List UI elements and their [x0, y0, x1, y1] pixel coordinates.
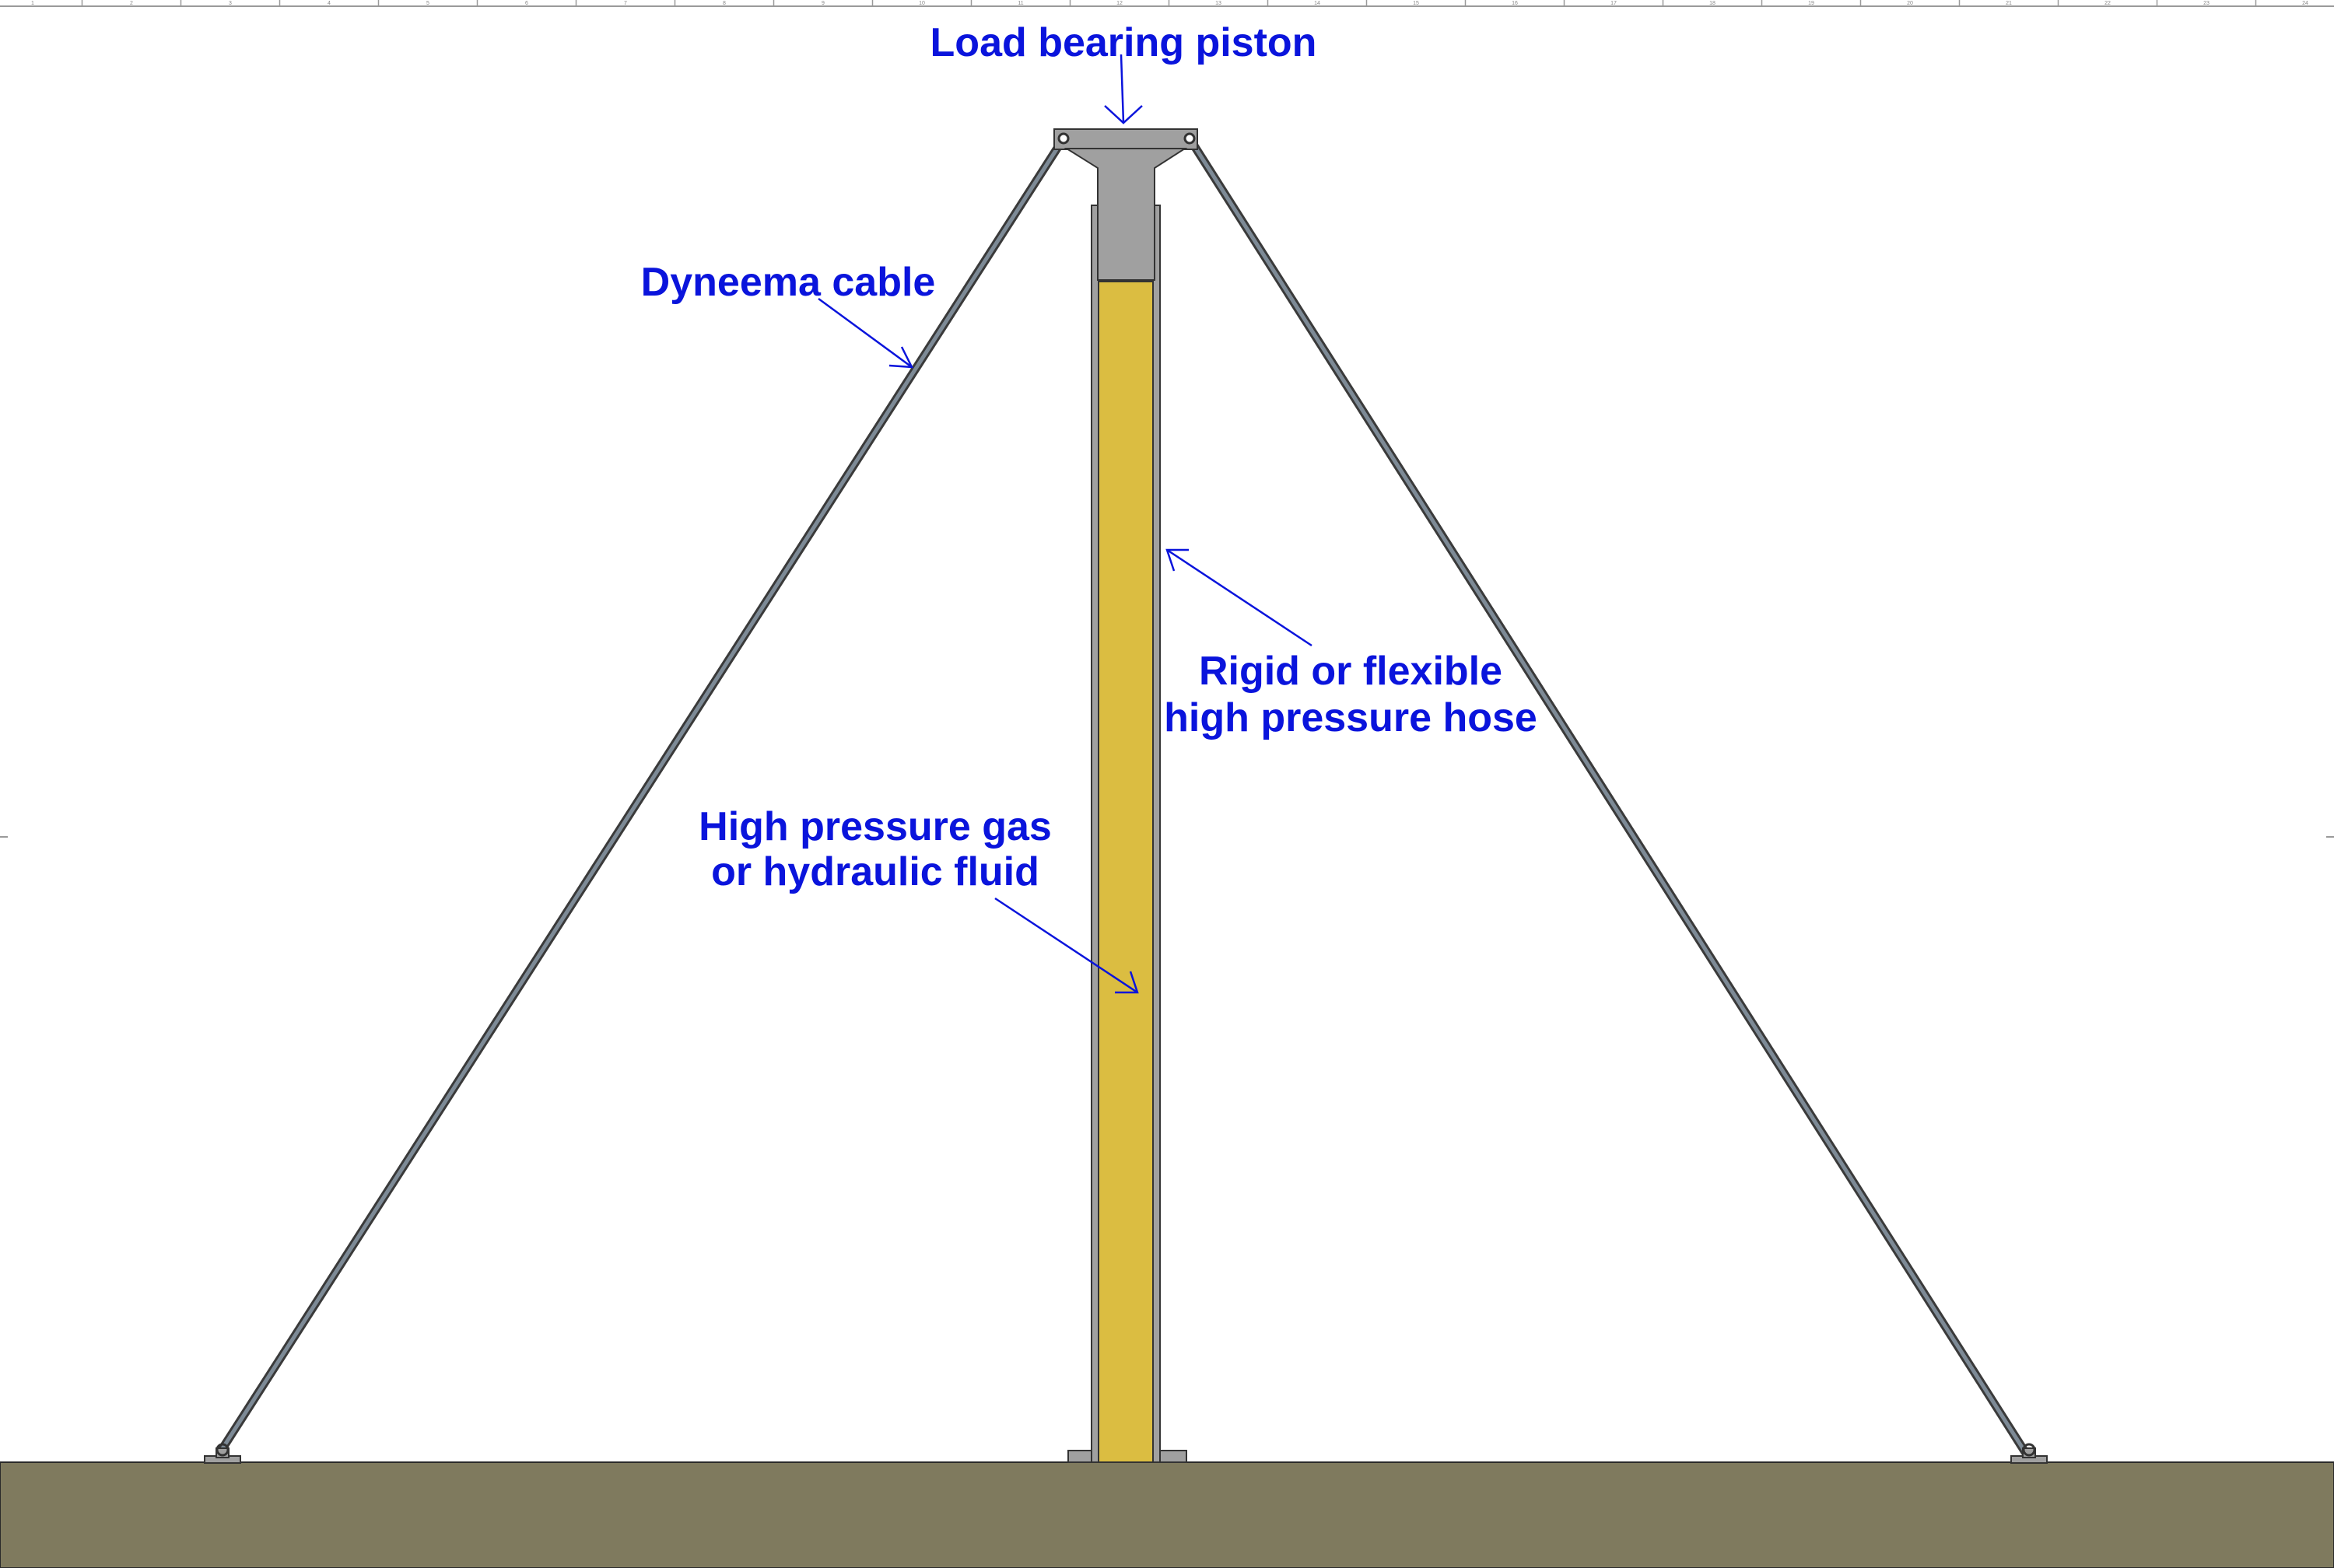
dyneema-cable-left [216, 134, 1068, 1457]
label-hose-line-2: high pressure hose [1164, 695, 1537, 740]
ruler-tick-label: 22 [2104, 1, 2111, 6]
arrow-hose [1165, 548, 1312, 647]
ruler-tick-label: 21 [2006, 1, 2012, 6]
ruler-tick-label: 2 [130, 1, 133, 6]
ruler-tick-label: 14 [1314, 1, 1320, 6]
ruler-tick-label: 9 [822, 1, 825, 6]
ruler-tick-label: 6 [525, 1, 528, 6]
ruler-tick-label: 1 [31, 1, 34, 6]
arrow-piston [1104, 54, 1143, 124]
ruler-tick-label: 7 [624, 1, 627, 6]
high-pressure-hose [1067, 205, 1187, 1463]
ruler-tick-label: 23 [2203, 1, 2210, 6]
cable-anchor-right [2010, 1443, 2048, 1464]
dyneema-cable-right [1185, 134, 2030, 1457]
ruler-tick-label: 5 [426, 1, 429, 6]
ruler-tick-label: 11 [1018, 1, 1023, 6]
ruler-tick-label: 13 [1215, 1, 1221, 6]
ruler-tick-label: 15 [1413, 1, 1419, 6]
ruler-tick-label: 8 [723, 1, 726, 6]
pointer-arrows [818, 54, 1312, 994]
ruler-tick-label: 19 [1808, 1, 1814, 6]
ruler-tick-label: 10 [919, 1, 925, 6]
ground [0, 1461, 2334, 1568]
ruler-tick-label: 4 [328, 1, 331, 6]
ruler-tick-label: 16 [1512, 1, 1518, 6]
arrow-cable [818, 297, 914, 369]
ruler-tick-label: 17 [1610, 1, 1617, 6]
label-fluid-line-2: or hydraulic fluid [711, 849, 1039, 894]
fluid-column [1098, 281, 1154, 1463]
ruler-tick-label: 12 [1116, 1, 1123, 6]
cable-anchor-left [204, 1443, 241, 1464]
arrow-fluid [994, 897, 1139, 994]
load-bearing-piston [1053, 128, 1198, 281]
ruler-tick-label: 18 [1709, 1, 1715, 6]
ruler-tick-label: 20 [1907, 1, 1913, 6]
label-hose-line-1: Rigid or flexible [1199, 649, 1502, 694]
ruler-tick-label: 3 [229, 1, 232, 6]
label-dyneema-cable: Dyneema cable [641, 260, 936, 305]
ruler-tick-label: 24 [2302, 1, 2308, 6]
label-fluid-line-1: High pressure gas [699, 804, 1052, 849]
label-load-bearing-piston: Load bearing piston [930, 20, 1317, 65]
